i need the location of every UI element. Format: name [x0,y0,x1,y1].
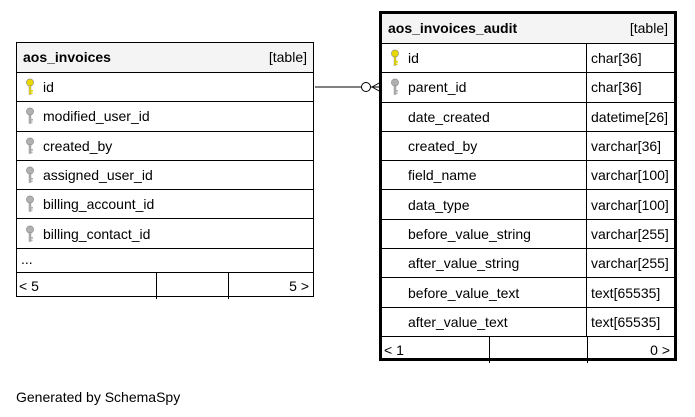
children-count[interactable]: 0 > [650,341,670,358]
column-name-cell: modified_user_id [17,102,313,130]
column-name-cell: before_value_text [382,278,586,306]
table-kind: [table] [268,49,307,65]
column-type: varchar[255] [586,219,674,249]
column-row[interactable]: modified_user_id [17,102,313,132]
column-name-cell: after_value_text [382,308,586,336]
column-name: field_name [408,167,477,184]
column-name-cell: after_value_string [382,249,586,277]
column-name: assigned_user_id [43,167,153,184]
column-name: data_type [408,196,470,213]
column-name: modified_user_id [43,108,150,125]
column-name-cell: before_value_string [382,220,586,248]
table-footer: < 1 0 > [382,336,674,363]
column-row[interactable]: parent_id char[36] [382,73,674,103]
column-name: before_value_string [408,225,531,242]
column-name: billing_account_id [43,196,155,213]
column-type: char[36] [586,44,674,73]
column-row[interactable]: assigned_user_id [17,161,313,191]
column-name-cell: field_name [382,161,586,189]
key-icon [26,108,34,125]
column-row[interactable]: billing_contact_id [17,219,313,249]
column-name-cell: parent_id [382,73,586,101]
column-name: id [408,50,419,67]
parents-count[interactable]: < 1 [382,336,490,363]
footer-spacer [490,336,588,363]
column-row[interactable]: before_value_text text[65535] [382,278,674,308]
column-row[interactable]: after_value_string varchar[255] [382,249,674,279]
column-row[interactable]: data_type varchar[100] [382,190,674,220]
column-name: created_by [408,138,478,155]
column-name: id [43,79,54,96]
key-icon [26,78,34,95]
column-name: billing_contact_id [43,225,151,242]
column-type: text[65535] [586,278,674,307]
more-columns: ... [17,249,313,273]
column-type: varchar[36] [586,131,674,161]
column-name: after_value_string [408,255,520,272]
column-row[interactable]: before_value_string varchar[255] [382,219,674,250]
column-row[interactable]: billing_account_id [17,190,313,220]
column-name: created_by [43,137,113,154]
column-name: after_value_text [408,313,508,330]
zero-marker [361,82,371,92]
column-name-cell: data_type [382,190,586,218]
key-icon [26,166,34,183]
key-icon [26,195,34,213]
column-row[interactable]: created_by varchar[36] [382,131,674,162]
column-name-cell: date_created [382,103,586,131]
children-count[interactable]: 5 > [289,277,309,294]
generated-by-credit[interactable]: Generated by SchemaSpy [16,389,181,405]
ellipsis-text: ... [21,250,33,267]
crowfoot-lower [371,86,382,93]
table-footer: < 5 5 > [17,272,313,299]
column-row[interactable]: date_created datetime[26] [382,102,674,132]
table-header: aos_invoices_audit [table] [382,14,674,44]
column-row[interactable]: created_by [17,132,313,161]
column-name-cell: assigned_user_id [17,161,313,189]
table-kind: [table] [629,20,668,36]
column-name-cell: id [17,73,313,101]
table-name[interactable]: aos_invoices [23,49,111,65]
column-type: char[36] [586,73,674,102]
column-name-cell: id [382,44,586,72]
crowfoot-upper [371,81,382,88]
parents-count[interactable]: < 5 [17,272,157,299]
key-icon [391,79,399,96]
column-type: varchar[100] [586,190,674,219]
footer-spacer [157,272,229,299]
column-type: varchar[255] [586,249,674,278]
column-row[interactable]: id [17,73,313,103]
column-type: varchar[100] [586,161,674,190]
key-icon [26,137,34,154]
column-name-cell: created_by [382,132,586,160]
column-name-cell: billing_contact_id [17,219,313,247]
table-name[interactable]: aos_invoices_audit [388,20,518,36]
key-icon [391,49,399,66]
column-name: date_created [408,108,490,125]
column-name-cell: billing_account_id [17,190,313,218]
table-header: aos_invoices [table] [17,43,313,73]
key-icon [26,225,34,242]
column-name: before_value_text [408,284,520,301]
column-row[interactable]: field_name varchar[100] [382,161,674,191]
column-type: datetime[26] [586,102,674,131]
column-name-cell: created_by [17,132,313,160]
column-row[interactable]: id char[36] [382,44,674,74]
column-type: text[65535] [586,307,674,336]
column-name: parent_id [408,79,467,96]
column-row[interactable]: after_value_text text[65535] [382,307,674,337]
